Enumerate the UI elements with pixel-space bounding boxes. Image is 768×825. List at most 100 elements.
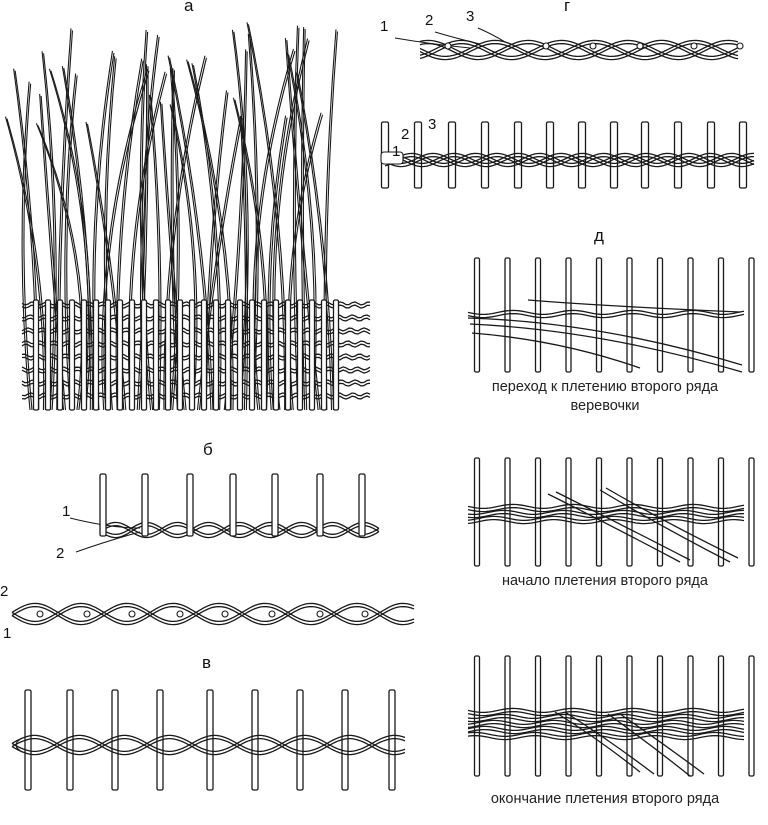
weave-row — [467, 509, 745, 516]
upright-rod — [296, 299, 304, 411]
stake-edge — [171, 70, 180, 411]
stake-edge — [63, 68, 93, 411]
strand-top-2-edge — [11, 605, 415, 626]
panel-g-strand-3-label: 3 — [466, 8, 475, 25]
upright-rod — [152, 299, 160, 411]
rope-strand-b-edge — [11, 737, 406, 756]
stake — [292, 25, 299, 411]
upright-rod — [229, 473, 237, 537]
rod-section — [268, 610, 276, 618]
upright-rod — [513, 121, 523, 189]
stake — [61, 66, 91, 411]
diagonal-strand — [564, 711, 655, 775]
rod-section — [542, 42, 550, 50]
caption-step-1-line-2: веревочки — [570, 398, 640, 414]
diagonal-strand — [554, 711, 641, 773]
upright-rod — [44, 299, 52, 411]
diagonal-strand — [471, 332, 641, 369]
upright-rod — [447, 121, 457, 189]
upright-rod — [104, 299, 112, 411]
stake-edge — [254, 50, 296, 411]
upright-rod — [200, 299, 208, 411]
stake — [41, 51, 55, 411]
panel-label-d: д — [594, 226, 604, 245]
stake-edge — [169, 57, 214, 411]
panel-b-strand-1-label: 1 — [62, 503, 71, 520]
strand-3-start — [477, 27, 506, 43]
panel-b-strand-2-label: 2 — [56, 545, 65, 562]
upright-rod — [68, 299, 76, 411]
weave-row — [467, 719, 745, 726]
upright-rod — [565, 257, 572, 373]
rod-section — [589, 42, 597, 50]
diagonal-strand — [605, 487, 739, 559]
panel-b-twist-top-view — [11, 602, 415, 626]
rod-section — [690, 42, 698, 50]
rod-section — [361, 610, 369, 618]
upright-rod — [212, 299, 220, 411]
weave-row-edge — [467, 728, 745, 735]
panel-g2-strand-2-label: 2 — [401, 126, 410, 143]
panel-d-step-1-illustration — [467, 257, 755, 373]
diagonal-strand — [607, 713, 691, 777]
upright-rod — [640, 121, 650, 189]
panel-d-step-2-illustration — [467, 457, 755, 567]
panel-label-b: б — [203, 440, 213, 459]
strand-1-start — [394, 37, 471, 49]
rope-strand-b — [11, 734, 406, 753]
upright-rod — [188, 299, 196, 411]
panel-v-rope-weave — [11, 689, 406, 791]
stake — [64, 73, 77, 411]
weave-row-edge — [467, 512, 745, 519]
panel-b2-strand-1-label: 1 — [3, 625, 12, 642]
upright-rod — [272, 299, 280, 411]
upright-rod — [164, 299, 172, 411]
rope-strand-a — [11, 734, 406, 753]
strand-2-start — [75, 531, 141, 553]
stake — [239, 115, 247, 411]
upright-rod — [504, 257, 511, 373]
upright-rod — [140, 299, 148, 411]
stake — [4, 116, 45, 411]
stake-edge — [103, 70, 150, 411]
upright-rod — [687, 457, 694, 567]
diagonal-strand — [547, 493, 681, 563]
panel-g-strand-2-label: 2 — [425, 12, 434, 29]
weave-row-edge — [467, 710, 745, 717]
diagonal-strand — [527, 299, 741, 313]
panel-g-three-strand-twist — [394, 27, 744, 61]
three-strand-c-edge — [419, 42, 739, 61]
upright-rod — [332, 299, 340, 411]
caption-step-3: окончание плетения второго ряда — [490, 791, 720, 807]
stake-edge — [187, 61, 234, 411]
upright-rod — [473, 257, 481, 373]
rod-section — [316, 610, 324, 618]
weave-row — [467, 503, 745, 510]
upright-rod — [626, 655, 633, 777]
stake — [115, 58, 143, 411]
rod-three-strand-b-edge — [384, 155, 755, 168]
stake-edge — [297, 74, 335, 411]
upright-rod — [80, 299, 88, 411]
upright-rod — [308, 299, 316, 411]
upright-rod — [320, 299, 328, 411]
panel-label-v: в — [202, 653, 212, 672]
strand-top-1-edge — [11, 605, 415, 626]
upright-rod — [271, 473, 279, 537]
upright-rod — [141, 473, 149, 537]
upright-rod — [687, 257, 694, 373]
diagonal-strand — [619, 713, 705, 775]
upright-rod — [504, 457, 511, 567]
rod-three-strand-c-edge — [384, 155, 755, 168]
rod-section — [176, 610, 184, 618]
rod-section — [36, 610, 44, 618]
upright-rod — [128, 299, 136, 411]
panel-label-g: г — [564, 0, 571, 15]
upright-rod — [358, 473, 366, 537]
upright-rod — [92, 299, 100, 411]
stake — [127, 71, 166, 411]
rod-section — [736, 42, 744, 50]
stake-edge — [241, 117, 249, 411]
upright-rod — [176, 299, 184, 411]
